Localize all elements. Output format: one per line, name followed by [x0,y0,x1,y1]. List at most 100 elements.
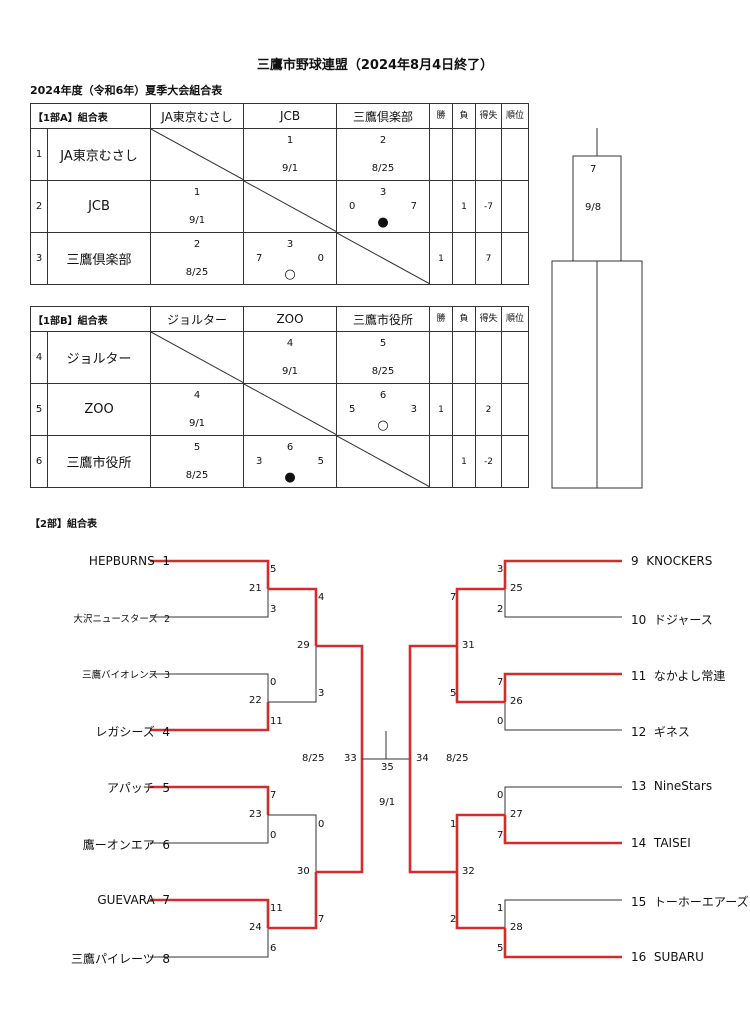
team-name: 三鷹市役所 [47,435,151,488]
bracket-line-team-8 [150,928,269,958]
run-diff [475,331,502,384]
group-b-col-team-1: ジョルター [150,306,244,332]
game-34-label: 34 [416,753,429,764]
game-33-date: 8/25 [302,753,325,764]
match-cell: 3 0 7 ● [336,180,431,233]
division2-label: 【2部】組合表 [30,519,97,530]
game-30-label: 30 [297,866,310,877]
diagonal-line [337,436,430,487]
bracket-line-team-16 [503,928,622,959]
group-b-table: 【1部B】組合表 ジョルター ZOO 三鷹市役所 勝 負 得失 順位 4 ジョル… [30,306,529,488]
team-label-7: GUEVARA 7 [97,893,170,907]
bracket-line-game-30 [316,759,364,874]
run-diff [475,128,503,181]
game-date: 9/1 [188,418,206,429]
game-31-label: 31 [462,640,475,651]
game-number: 1 [193,187,201,198]
game-21-label: 21 [249,583,262,594]
score-24-top: 11 [270,903,283,914]
score-right: 7 [410,201,418,212]
diagonal-cell [150,128,245,181]
diagonal-line [151,332,244,383]
bracket-line-team-9 [503,559,622,589]
group-a-table: 【1部A】組合表 JA東京むさし JCB 三鷹倶楽部 勝 負 得失 順位 1 J… [29,103,530,285]
score-left: 7 [256,253,263,264]
group-a-col-team-1: JA東京むさし [150,103,245,129]
page-title: 三鷹市野球連盟（2024年8月4日終了） [256,58,494,73]
bracket-line-team-4 [150,702,270,732]
final-game-date: 9/8 [585,202,602,213]
bracket-line-game-32 [408,759,457,874]
game-date: 8/25 [185,267,209,278]
diagonal-line [244,181,338,232]
score-30-bottom: 7 [318,914,325,925]
score-29-top: 4 [318,592,325,603]
score-23-bottom: 0 [270,830,277,841]
score-right: 5 [317,456,324,467]
bracket-line-team-12 [504,702,622,731]
bracket-line-game-27 [455,813,505,872]
team-label-2: 大沢ニュースターズ 2 [73,614,170,625]
run-diff: -2 [475,435,502,488]
game-25-label: 25 [510,583,523,594]
team-label-15: 15 トーホーエアーズ [631,895,749,909]
match-cell: 4 9/1 [150,383,244,436]
team-label-9: 9 KNOCKERS [631,554,713,568]
bracket-line-team-11 [503,672,622,702]
team-label-5: アパッチ 5 [106,781,170,795]
score-22-bottom: 11 [270,716,283,727]
score-25-bottom: 2 [497,604,504,615]
game-27-label: 27 [510,809,523,820]
tournament-subtitle: 2024年度（令和6年）夏季大会組合表 [30,84,223,97]
rank [501,180,530,233]
score-31-top: 7 [450,592,457,603]
diff-header: 得失 [475,306,502,332]
bracket-line-game-29 [316,644,364,759]
match-cell: 5 8/25 [150,435,244,488]
game-33-label: 33 [344,753,357,764]
team-label-13: 13 NineStars [631,779,713,793]
score-27-top: 0 [497,790,504,801]
game-date: 8/25 [371,163,395,174]
game-number: 6 [286,442,294,453]
game-35-date: 9/1 [379,797,396,808]
bracket-line-team-2 [150,589,269,618]
game-date: 8/25 [185,470,209,481]
bracket-line-game-25 [455,587,505,646]
score-22-top: 0 [270,677,277,688]
diagonal-cell [243,180,338,233]
diagonal-line [244,384,337,435]
loss-count: 1 [452,180,477,233]
match-cell: 2 8/25 [150,232,245,285]
score-left: 3 [256,456,263,467]
game-number: 2 [193,239,201,250]
bracket-line-game-26 [455,646,505,704]
team-name: ジョルター [47,331,151,384]
loss-header: 負 [452,306,476,332]
score-28-top: 1 [497,903,504,914]
game-29-label: 29 [297,640,310,651]
team-label-3: 三鷹バイオレンス 3 [82,670,170,681]
score-21-bottom: 3 [270,604,277,615]
score-30-top: 0 [318,819,325,830]
bracket-line-game-28 [455,872,505,930]
bracket-line-team-10 [504,589,622,618]
game-number: 2 [379,135,387,146]
game-date: 8/25 [371,366,395,377]
game-date: 9/1 [281,366,299,377]
game-number: 3 [379,187,387,198]
score-24-bottom: 6 [270,943,277,954]
team-label-1: HEPBURNS 1 [88,554,170,568]
match-cell: 3 7 0 ○ [243,232,338,285]
group-b-col-team-2: ZOO [243,306,337,332]
match-cell: 4 9/1 [243,331,337,384]
bracket-line-team-14 [503,815,622,845]
bracket-line-team-6 [150,815,269,844]
team-label-16: 16 SUBARU [631,950,704,964]
bracket-line-team-5 [150,785,270,815]
team-label-8: 三鷹パイレーツ 8 [70,952,170,966]
final-game-number: 7 [590,164,597,175]
bracket-line-game-23 [268,814,317,872]
run-diff: -7 [475,180,503,233]
bracket-line-game-22 [268,646,317,703]
